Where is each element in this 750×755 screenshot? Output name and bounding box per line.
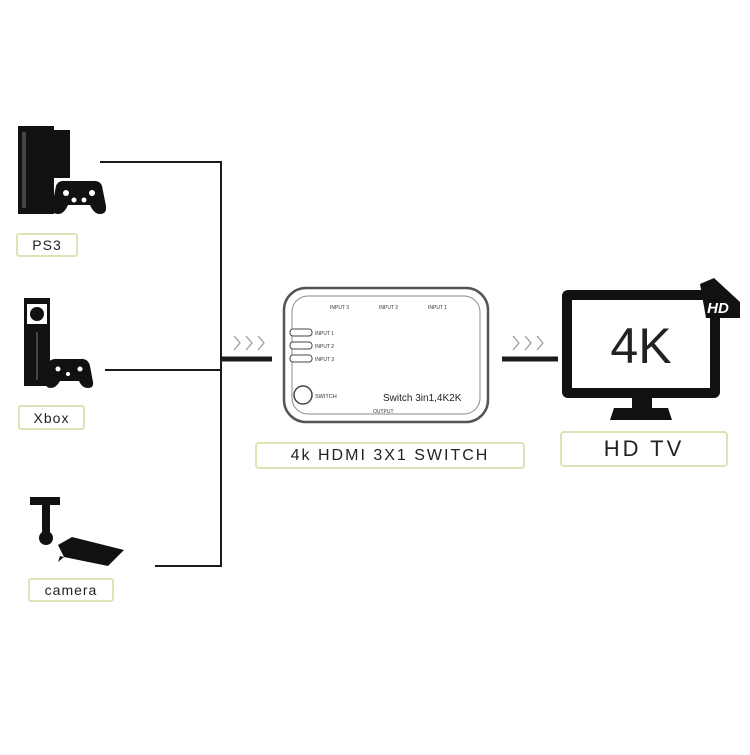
xbox-console-icon [24,298,94,388]
switch-caption: 4k HDMI 3X1 SWITCH [255,442,525,469]
camera-label: camera [28,578,114,602]
led-label: INPUT 1 [315,331,334,337]
tv-screen-text: 4K [610,318,671,374]
xbox-label: Xbox [18,405,85,430]
connector-lines [100,161,558,567]
signal-arrows-left [233,335,265,351]
ps3-label: PS3 [16,233,78,257]
port-label-top: INPUT 1 [428,305,447,311]
model-text: Switch 3in1,4K2K [383,393,462,404]
hdmi-switch-device: INPUT 3 INPUT 2 INPUT 1 INPUT 1 INPUT 2 … [282,286,490,424]
hd-tv-icon: 4K HD [562,278,740,420]
output-label: OUTPUT [373,409,394,415]
security-camera-icon [30,497,124,566]
tv-caption: HD TV [560,431,728,467]
led-label: INPUT 3 [315,357,334,363]
ps3-connector [100,161,222,567]
port-label-top: INPUT 2 [379,305,398,311]
signal-arrows-right [512,335,544,351]
switch-button-label: SWITCH [315,394,337,400]
hd-badge: HD [707,300,729,317]
switch-button [293,385,313,405]
ps3-console-icon [18,126,107,214]
led-label: INPUT 2 [315,344,334,350]
port-label-top: INPUT 3 [330,305,349,311]
